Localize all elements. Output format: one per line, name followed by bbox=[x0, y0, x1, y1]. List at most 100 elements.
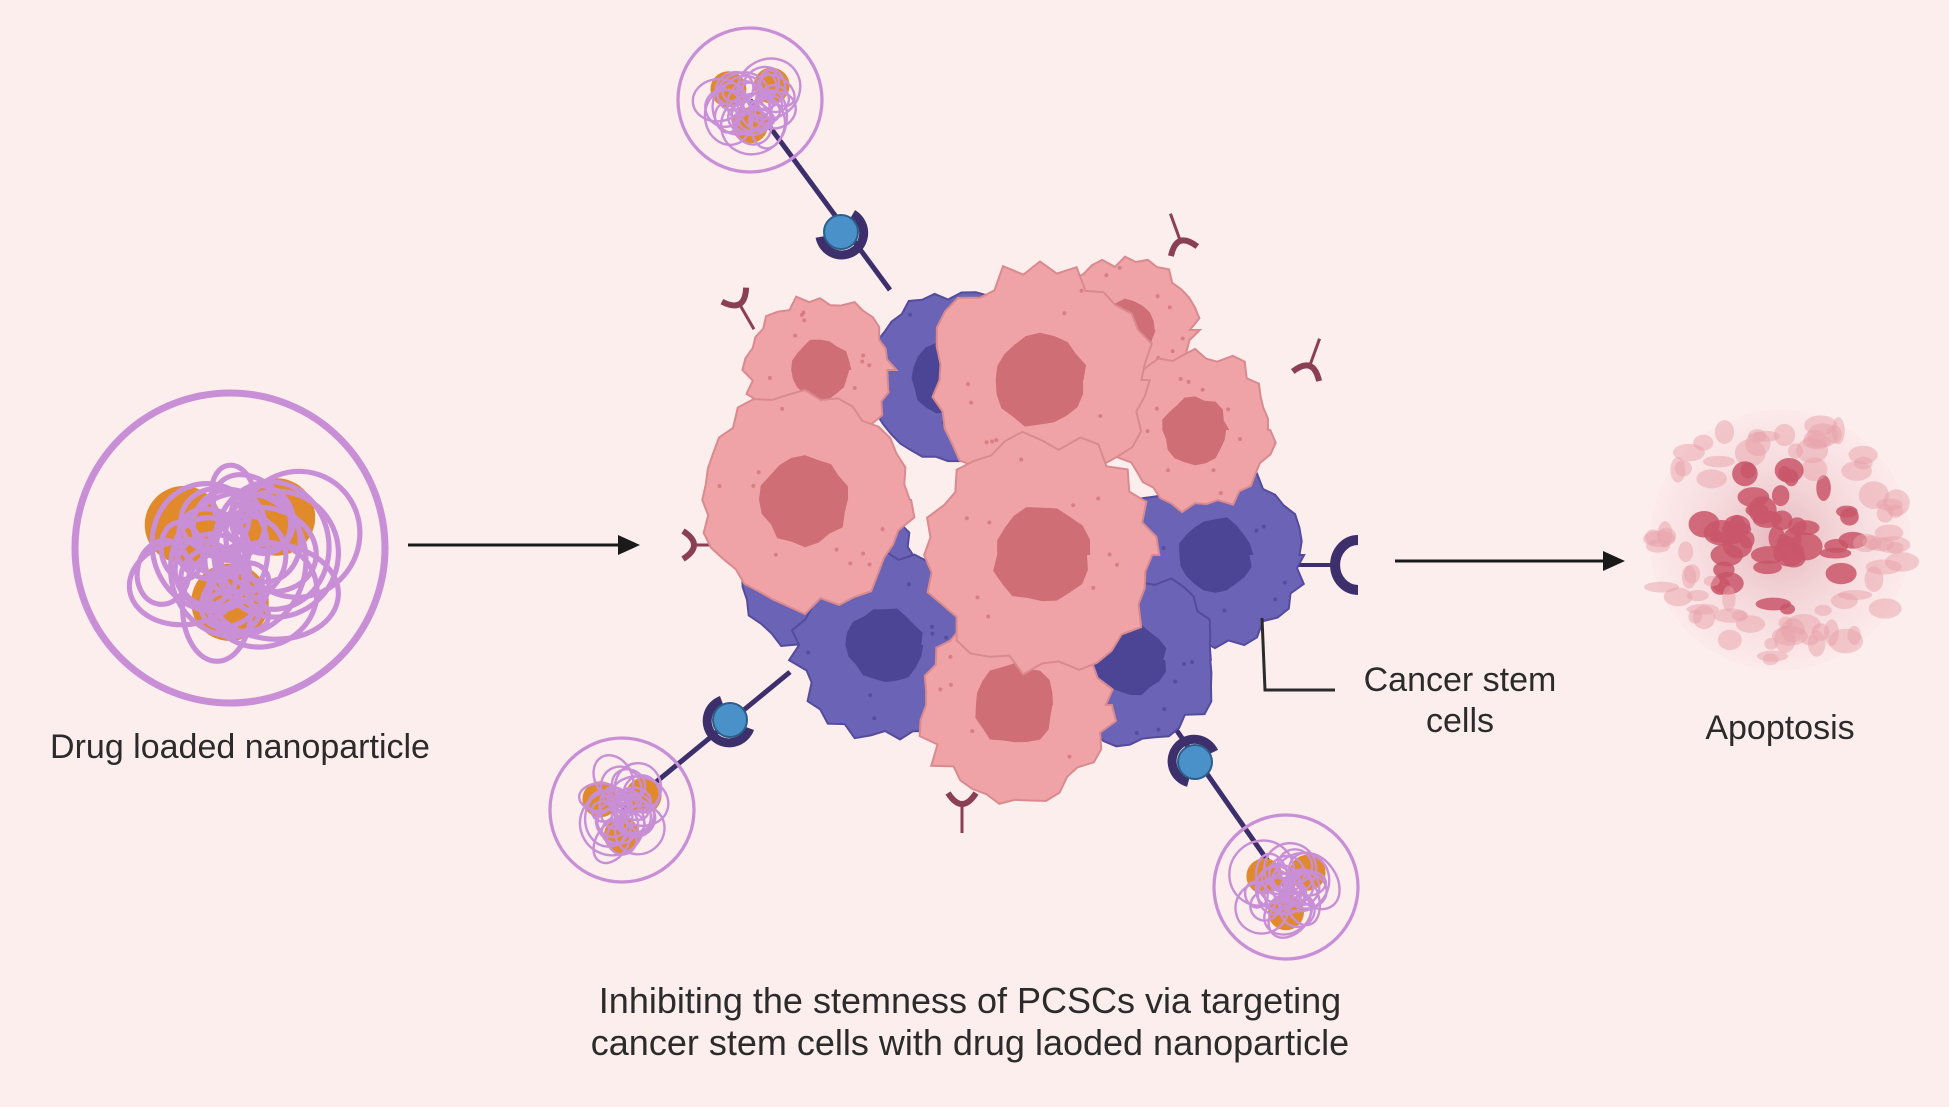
ligand bbox=[1177, 744, 1213, 780]
granule bbox=[1173, 679, 1178, 684]
debris-fragment bbox=[1713, 561, 1735, 579]
granule bbox=[868, 693, 873, 698]
cell-nucleus bbox=[845, 608, 924, 682]
debris-fragment bbox=[1824, 539, 1849, 554]
debris-fragment bbox=[1729, 514, 1746, 540]
granule bbox=[1096, 496, 1101, 501]
granule bbox=[1167, 305, 1172, 310]
antibody bbox=[1167, 734, 1219, 787]
debris-fragment bbox=[1714, 420, 1735, 444]
granule bbox=[1218, 491, 1223, 496]
debris-fragment bbox=[1771, 485, 1790, 507]
granule bbox=[1098, 413, 1103, 418]
debris-fragment bbox=[1709, 529, 1723, 543]
debris-fragment bbox=[1864, 566, 1884, 593]
debris-fragment bbox=[1711, 572, 1744, 595]
polymer-strand bbox=[211, 488, 342, 620]
granule bbox=[1200, 387, 1205, 392]
polymer-strand bbox=[605, 820, 638, 856]
granule bbox=[986, 614, 991, 619]
cell-nucleus bbox=[975, 663, 1054, 743]
debris-fragment bbox=[1693, 434, 1714, 451]
granule bbox=[938, 687, 943, 692]
granule bbox=[773, 552, 778, 557]
tumor-cell-cluster bbox=[701, 255, 1306, 805]
polymer-strand bbox=[749, 89, 789, 150]
granule bbox=[806, 650, 811, 655]
granule bbox=[1180, 336, 1185, 341]
granule bbox=[1178, 377, 1183, 382]
nanoparticle-label: Drug loaded nanoparticle bbox=[50, 728, 430, 766]
granule bbox=[1254, 528, 1259, 533]
granule bbox=[852, 386, 857, 391]
debris-fragment bbox=[1752, 430, 1780, 442]
granule bbox=[1186, 379, 1191, 384]
debris-fragment bbox=[1814, 604, 1832, 616]
debris-fragment bbox=[1737, 487, 1770, 508]
granule bbox=[880, 527, 885, 532]
polymer-strand bbox=[615, 792, 656, 838]
debris-fragment bbox=[1752, 510, 1783, 528]
debris-fragment bbox=[1780, 618, 1805, 643]
debris-fragment bbox=[1778, 466, 1791, 482]
receptor bbox=[945, 791, 979, 833]
granule bbox=[906, 582, 911, 587]
granule bbox=[860, 359, 865, 364]
antibody bbox=[702, 695, 755, 748]
polymer-strand bbox=[612, 792, 650, 822]
granule bbox=[848, 561, 853, 566]
targeted-nanoparticles bbox=[548, 26, 1360, 961]
granule bbox=[793, 333, 798, 338]
granule bbox=[1071, 503, 1076, 508]
debris-fragment bbox=[1824, 619, 1839, 646]
polymer-strand bbox=[1263, 891, 1313, 936]
debris-fragment bbox=[1804, 415, 1838, 436]
receptor-head bbox=[945, 791, 979, 807]
debris-fragment bbox=[1740, 462, 1756, 479]
granule bbox=[1273, 597, 1278, 602]
granule bbox=[908, 312, 913, 317]
nanoparticle-shell bbox=[1212, 813, 1360, 961]
granule bbox=[1107, 552, 1112, 557]
granule bbox=[756, 470, 761, 475]
polymer-strand bbox=[730, 99, 764, 134]
granule bbox=[1170, 349, 1175, 354]
granule bbox=[1161, 546, 1166, 551]
polymer-strand bbox=[1276, 848, 1314, 885]
granule bbox=[1222, 608, 1227, 613]
antibody-head bbox=[1330, 535, 1359, 595]
cancer-cell bbox=[1113, 347, 1277, 514]
polymer-strand bbox=[747, 97, 782, 125]
granule bbox=[930, 624, 935, 629]
polymer-strand bbox=[172, 531, 252, 611]
granule bbox=[1155, 294, 1160, 299]
debris-fragment bbox=[1713, 608, 1749, 623]
cell-nucleus bbox=[1179, 517, 1254, 593]
polymer-strand bbox=[622, 774, 661, 814]
debris-fragment bbox=[1702, 455, 1735, 468]
debris-fragment bbox=[1717, 629, 1742, 651]
debris-fragment bbox=[1876, 498, 1903, 511]
granule bbox=[944, 635, 949, 640]
receptor-stem bbox=[1308, 338, 1321, 366]
granule bbox=[975, 595, 980, 600]
cell-nucleus bbox=[993, 507, 1091, 602]
antibody-conjugated-nanoparticle bbox=[1165, 716, 1360, 961]
receptor bbox=[1290, 338, 1322, 382]
granule bbox=[1261, 524, 1266, 529]
granule bbox=[1067, 754, 1072, 759]
debris-fragment bbox=[1816, 475, 1831, 501]
debris-fragment bbox=[1663, 587, 1693, 607]
cell-nucleus bbox=[1162, 396, 1230, 466]
debris-fragment bbox=[1756, 650, 1789, 662]
debris-fragment bbox=[1688, 609, 1702, 624]
polymer-strand bbox=[719, 92, 787, 156]
granule bbox=[1117, 265, 1122, 270]
granule bbox=[1134, 731, 1139, 736]
receptor bbox=[1168, 213, 1200, 257]
debris-fragment bbox=[1643, 581, 1680, 593]
debris-fragment bbox=[1874, 524, 1904, 541]
polymer-strand bbox=[583, 788, 634, 848]
